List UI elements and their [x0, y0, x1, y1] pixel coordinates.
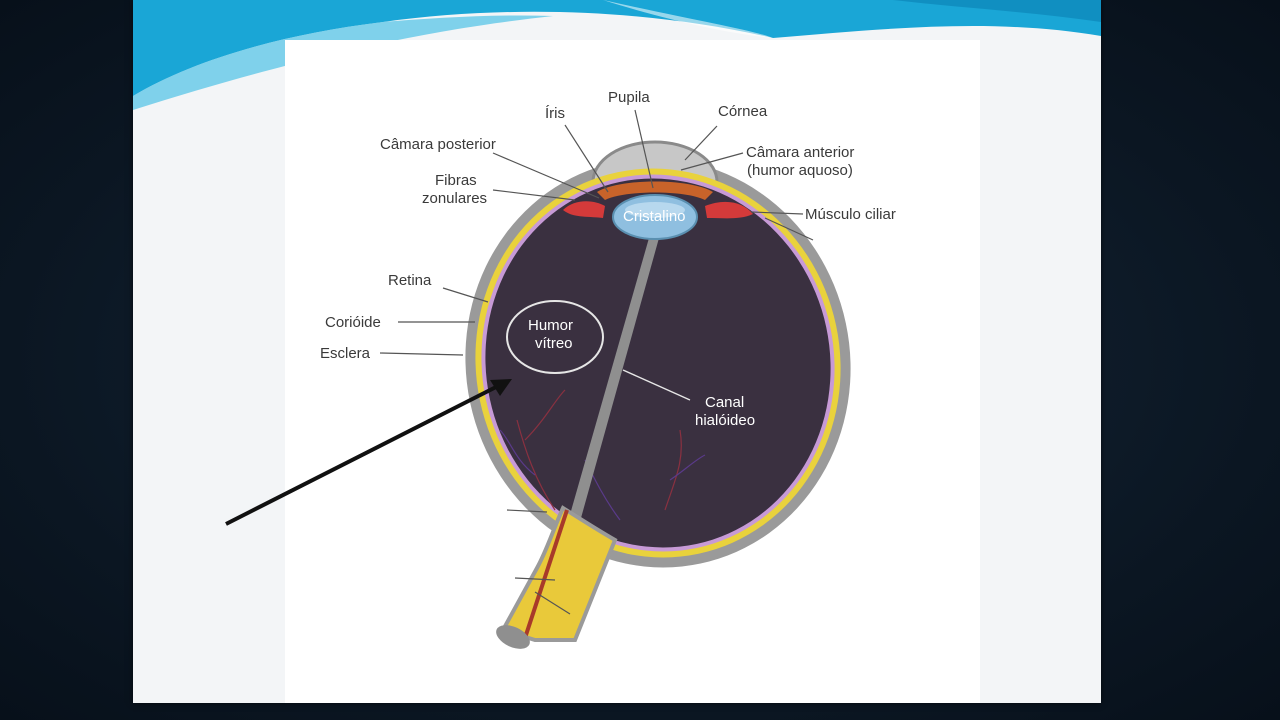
pupil-label: Pupila [608, 89, 650, 106]
lens-label: Cristalino [623, 208, 686, 225]
iris-label: Íris [545, 105, 565, 122]
eye-diagram-panel: Cristalino Humor vítreo Canal hialóideo … [285, 40, 980, 703]
vitreous-label-line1: Humor [528, 317, 573, 334]
vitreous-label-line2: vítreo [535, 335, 573, 352]
iris [597, 181, 713, 200]
choroid-label: Corióide [325, 314, 381, 331]
hyaloid-label-line1: Canal [705, 394, 744, 411]
retinal-vessels [499, 389, 706, 521]
slide-header-wave [133, 0, 1101, 110]
optic-nerve [496, 505, 618, 649]
posterior-chamber-label: Câmara posterior [380, 136, 496, 153]
vitreous-body [485, 178, 831, 548]
anterior-chamber-label-line1: Câmara anterior [746, 144, 854, 161]
retina-label: Retina [388, 272, 432, 289]
zonular-fibers-label-line1: Fibras [435, 172, 477, 189]
zonular-fibers-label-line2: zonulares [422, 190, 487, 207]
anterior-chamber-label-line2: (humor aquoso) [747, 162, 853, 179]
eye-anatomy-diagram: Cristalino Humor vítreo Canal hialóideo … [320, 89, 896, 649]
ciliary-muscle-left [563, 201, 605, 218]
cornea-label: Córnea [718, 103, 768, 120]
ciliary-muscle-right [705, 201, 753, 219]
hyaloid-label-line2: hialóideo [695, 412, 755, 429]
vitreous-label-outline [506, 300, 604, 374]
sclera-label: Esclera [320, 345, 371, 362]
hyaloid-canal [569, 238, 659, 518]
ciliary-muscle-label: Músculo ciliar [805, 206, 896, 223]
slide: Cristalino Humor vítreo Canal hialóideo … [133, 0, 1101, 703]
